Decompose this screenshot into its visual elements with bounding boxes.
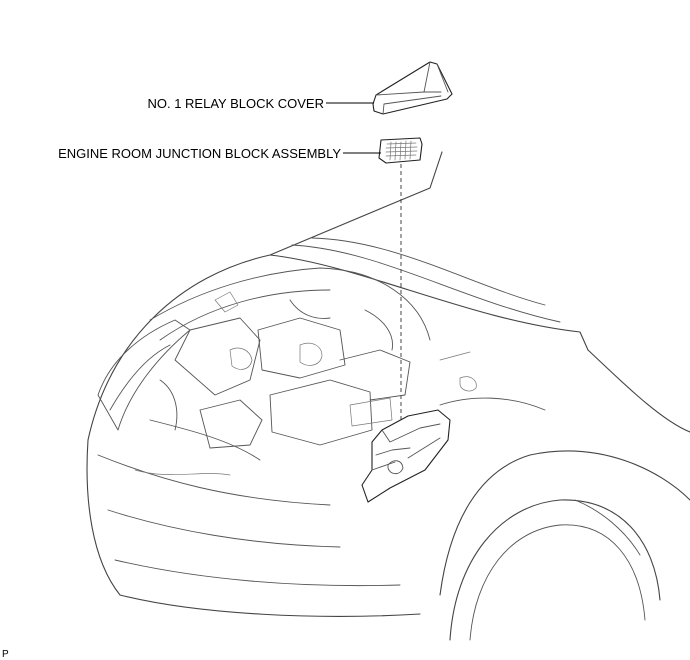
installed-junction-block [361, 409, 451, 503]
relay-block-cover-part [372, 61, 453, 115]
junction-block-assembly-label: ENGINE ROOM JUNCTION BLOCK ASSEMBLY [58, 146, 341, 161]
relay-block-cover-label: NO. 1 RELAY BLOCK COVER [147, 96, 324, 111]
junction-block-assembly-part [378, 137, 423, 164]
vehicle-body-outline [86, 151, 690, 641]
diagram-code: P [2, 649, 9, 660]
engine-compartment [134, 267, 477, 476]
